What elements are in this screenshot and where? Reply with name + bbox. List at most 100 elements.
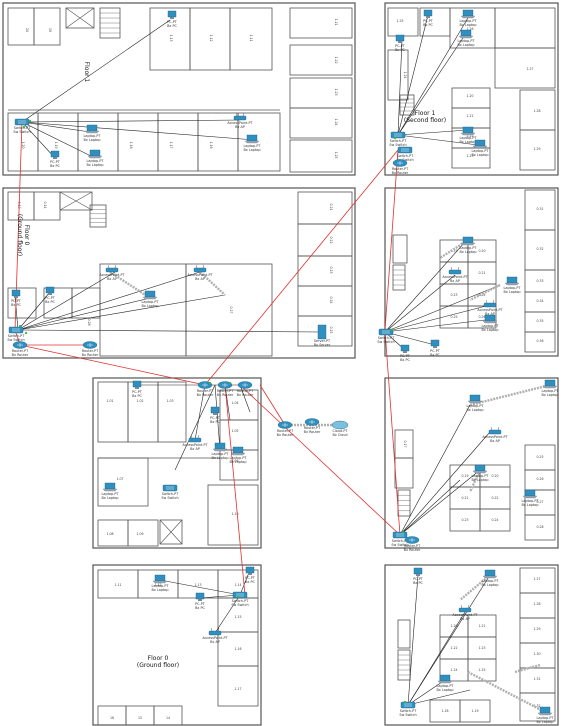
wall xyxy=(452,108,490,128)
device-label: Bx Router xyxy=(237,393,254,397)
switch-icon xyxy=(233,592,247,598)
laptop-screen xyxy=(105,483,115,489)
device-label: Bx Laptop xyxy=(466,408,483,412)
room-label: 1.23 xyxy=(478,646,485,650)
link-port-dot xyxy=(29,120,31,122)
router-icon xyxy=(278,422,292,429)
device-label: Bx Router xyxy=(392,171,409,175)
laptop-base xyxy=(461,243,475,245)
wall xyxy=(495,48,555,88)
router-icon xyxy=(305,419,319,426)
device-label: Bx PC xyxy=(167,24,177,28)
room-label: 0.23 xyxy=(461,518,468,522)
room-label: 16 xyxy=(110,716,114,720)
device-label: Bx Laptop xyxy=(459,250,476,254)
switch-body xyxy=(379,329,393,335)
room-label: 15 xyxy=(138,716,142,720)
pc-stand xyxy=(170,17,174,19)
laptop-icon xyxy=(213,443,227,451)
device-label: Bx Laptop xyxy=(536,720,553,724)
device-label: Bx Router xyxy=(304,430,321,434)
ethernet-link xyxy=(400,405,470,535)
device-label: Bx Laptop xyxy=(436,688,453,692)
floor-label-bottom_left: Floor 0 xyxy=(148,655,169,662)
laptop-icon xyxy=(505,277,519,285)
laptop-base xyxy=(461,16,475,18)
device-label: Bx Laptop xyxy=(151,588,168,592)
switch-body xyxy=(391,132,405,138)
pc-monitor xyxy=(211,407,219,413)
room-label: 1.21 xyxy=(334,18,338,25)
ap-antennas xyxy=(451,267,459,270)
laptop-screen xyxy=(475,140,485,146)
room-label: 0.19 xyxy=(461,474,468,478)
ethernet-link xyxy=(408,690,470,705)
laptop-screen xyxy=(485,315,495,321)
access-point-icon xyxy=(449,267,461,274)
laptop-base xyxy=(523,496,537,498)
wall xyxy=(158,382,186,442)
floor-label-top_left: Floor 1 xyxy=(83,62,90,83)
pc-stand xyxy=(426,16,430,18)
laptop-base xyxy=(213,449,227,451)
room-label: 1.21 xyxy=(466,114,473,118)
wall xyxy=(298,192,352,224)
room-label: 1.29 xyxy=(533,627,540,631)
laptop-screen xyxy=(247,135,257,141)
room-label: 1.11 xyxy=(249,34,253,41)
router-icon xyxy=(393,160,407,167)
room-label: 1.09 xyxy=(136,532,143,536)
floor-labels: Floor 1Floor 0(Ground floor)Floor 1(Seco… xyxy=(16,62,446,669)
ap-antennas xyxy=(491,427,499,430)
cloud-icon xyxy=(332,421,348,429)
laptop-screen xyxy=(507,277,517,283)
stairs xyxy=(393,265,405,290)
room-label: 1.23 xyxy=(334,88,338,95)
laptop-base xyxy=(103,489,117,491)
ap-antennas xyxy=(461,605,469,608)
pc-icon xyxy=(431,340,439,348)
floor-label-mid_left: Floor 0 xyxy=(23,225,30,246)
router-icon xyxy=(405,537,419,544)
room-label: 1.14 xyxy=(234,583,241,587)
wall xyxy=(290,8,352,38)
access-point-icon xyxy=(489,427,501,434)
switch-icon xyxy=(401,702,415,708)
laptop-base xyxy=(473,146,487,148)
link-port-dot xyxy=(23,126,25,128)
ap-body xyxy=(489,430,501,434)
room-label: 0.26 xyxy=(536,477,543,481)
laptop-base xyxy=(538,713,552,715)
laptop-icon xyxy=(85,125,99,133)
ap-antennas xyxy=(191,435,199,438)
room-label: 1.20 xyxy=(466,94,473,98)
device-label: Bx PC xyxy=(50,164,60,168)
device-label: Bx Server xyxy=(314,343,331,347)
device-label: Sw Switch xyxy=(13,130,30,134)
link-port-dot xyxy=(19,325,21,327)
laptop-icon xyxy=(468,395,482,403)
ap-body xyxy=(189,438,201,442)
laptop-base xyxy=(483,321,497,323)
pc-monitor xyxy=(396,35,404,41)
link-port-dot xyxy=(402,531,404,533)
device-label: Bx PC xyxy=(245,580,255,584)
switch-icon xyxy=(15,119,29,125)
pc-icon xyxy=(424,10,432,18)
ethernet-link xyxy=(408,575,418,705)
laptop-screen xyxy=(155,575,165,581)
laptop-icon xyxy=(143,291,157,299)
serial-link xyxy=(385,150,398,330)
serial-link xyxy=(20,345,205,385)
wall xyxy=(298,224,352,256)
room-label: 1.02 xyxy=(136,399,143,403)
switch-body xyxy=(401,702,415,708)
building-outline-right-bottom xyxy=(385,565,558,725)
device-label: Bx Router xyxy=(217,393,234,397)
device-label: Bx AP xyxy=(235,125,245,129)
device-label: Bx PC xyxy=(45,300,55,304)
room-label: 1.30 xyxy=(533,652,540,656)
ap-body xyxy=(484,303,496,307)
room-label: 1.17 xyxy=(234,687,241,691)
room-label: 1.22 xyxy=(334,56,338,63)
